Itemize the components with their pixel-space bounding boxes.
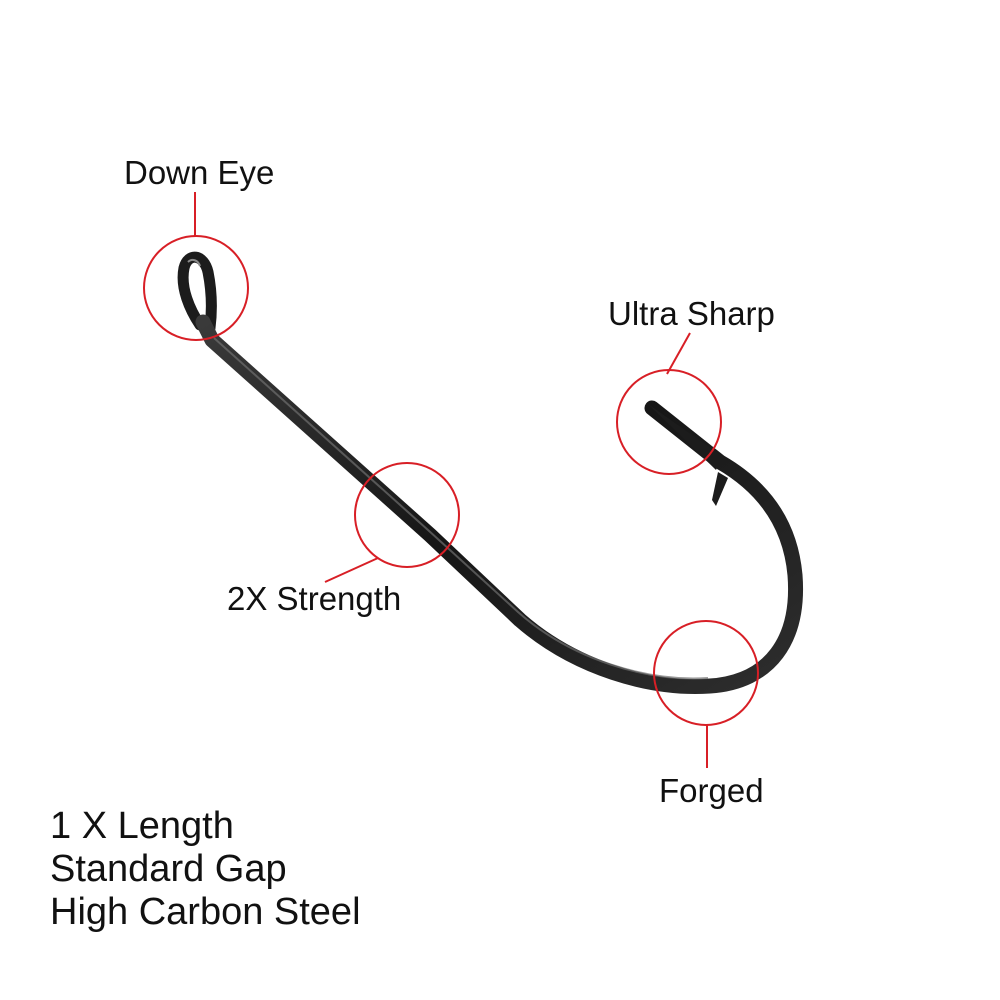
fishing-hook	[177, 251, 804, 694]
strength-label: 2X Strength	[227, 580, 402, 617]
ultra-sharp-ring	[616, 369, 722, 475]
spec-gap: Standard Gap	[50, 848, 287, 890]
down-eye-ring	[143, 235, 249, 341]
forged-label: Forged	[659, 772, 764, 809]
ultra-sharp-label: Ultra Sharp	[608, 295, 775, 332]
hook-eye	[177, 251, 217, 334]
down-eye-label: Down Eye	[124, 154, 275, 191]
callout-markers	[143, 192, 759, 768]
spec-length: 1 X Length	[50, 805, 234, 847]
spec-list: 1 X Length Standard Gap High Carbon Stee…	[50, 805, 361, 934]
hook-shank-and-bend	[195, 314, 804, 694]
ultra-sharp-leader	[666, 332, 691, 375]
spec-material: High Carbon Steel	[50, 891, 361, 933]
hook-barb	[712, 472, 728, 506]
strength-ring	[354, 462, 460, 568]
hook-point	[648, 404, 722, 470]
strength-leader	[324, 557, 379, 583]
